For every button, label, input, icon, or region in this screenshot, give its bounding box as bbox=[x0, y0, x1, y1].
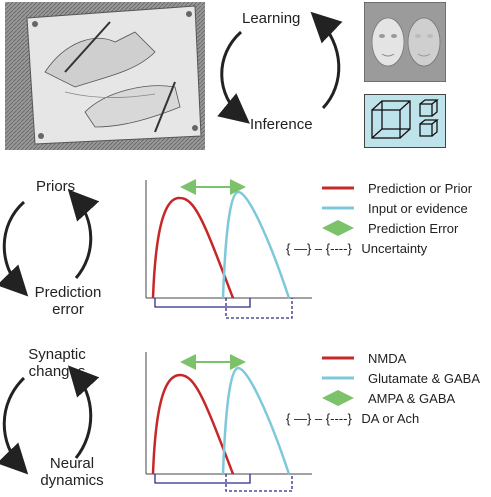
label-synaptic-changes-line1: Synaptic bbox=[28, 346, 86, 363]
legend-nmda-label: NMDA bbox=[368, 351, 407, 366]
label-neural-dynamics-line1: Neural bbox=[49, 455, 95, 472]
label-synaptic-changes-line2: changes bbox=[28, 363, 86, 380]
label-neural-dynamics: Neural dynamics bbox=[30, 455, 114, 489]
label-priors: Priors bbox=[36, 178, 76, 195]
legend-blue-label: Input or evidence bbox=[368, 201, 468, 216]
legend-glutamate-label: Glutamate & GABA bbox=[368, 371, 480, 386]
prediction-curve bbox=[151, 196, 235, 299]
nmda-bracket bbox=[154, 474, 251, 484]
legend-bracket-row: { —} – {----} Uncertainty bbox=[286, 241, 427, 256]
cycle-arrow-left bbox=[217, 30, 250, 124]
bracket-separator: – bbox=[314, 411, 323, 426]
bracket-dashed-glyph: {----} bbox=[325, 241, 352, 256]
glutamate-gaba-curve bbox=[221, 366, 291, 475]
evidence-uncertainty-bracket bbox=[225, 298, 293, 319]
bracket-dashed-glyph: {----} bbox=[325, 411, 352, 426]
necker-cube-image bbox=[364, 94, 446, 148]
legend-green-label: Prediction Error bbox=[368, 221, 459, 236]
cycle-arrow-left bbox=[0, 200, 29, 297]
label-learning: Learning bbox=[242, 10, 301, 27]
label-prediction-error-line1: Prediction bbox=[34, 284, 102, 301]
label-synaptic-changes: Synaptic changes bbox=[18, 346, 96, 380]
drawing-hands-image bbox=[5, 2, 205, 150]
face-illusion-image bbox=[363, 1, 447, 83]
top-cycle-arrows bbox=[217, 11, 343, 124]
glutamate-bracket bbox=[225, 474, 293, 492]
cycle-arrow-right bbox=[310, 11, 343, 110]
legend-red-label: Prediction or Prior bbox=[368, 181, 473, 196]
prediction-uncertainty-bracket bbox=[154, 298, 251, 308]
cycle-arrow-left bbox=[0, 376, 29, 475]
bracket-separator: – bbox=[314, 241, 323, 256]
label-inference: Inference bbox=[250, 116, 313, 133]
middle-cycle-arrows bbox=[0, 189, 100, 297]
middle-legend-swatches bbox=[322, 186, 354, 236]
bracket-solid-glyph: { —} bbox=[286, 241, 312, 256]
legend-ampa-label: AMPA & GABA bbox=[368, 391, 456, 406]
legend-bracket-label: Uncertainty bbox=[361, 241, 428, 256]
bottom-curves-plot bbox=[145, 352, 312, 492]
label-prediction-error-line2: error bbox=[52, 301, 84, 318]
bracket-solid-glyph: { —} bbox=[286, 411, 312, 426]
nmda-curve bbox=[151, 373, 235, 475]
bottom-legend-swatches bbox=[322, 356, 354, 406]
bottom-cycle-arrows bbox=[0, 365, 100, 475]
legend-da-ach-row: { —} – {----} DA or Ach bbox=[286, 411, 419, 426]
legend-da-ach-label: DA or Ach bbox=[361, 411, 420, 426]
evidence-curve bbox=[221, 190, 291, 299]
label-prediction-error: Prediction error bbox=[28, 284, 108, 318]
middle-curves-plot bbox=[145, 179, 312, 319]
cycle-arrow-right bbox=[67, 189, 100, 279]
label-neural-dynamics-line2: dynamics bbox=[40, 472, 104, 489]
cycle-arrow-right bbox=[67, 365, 100, 459]
